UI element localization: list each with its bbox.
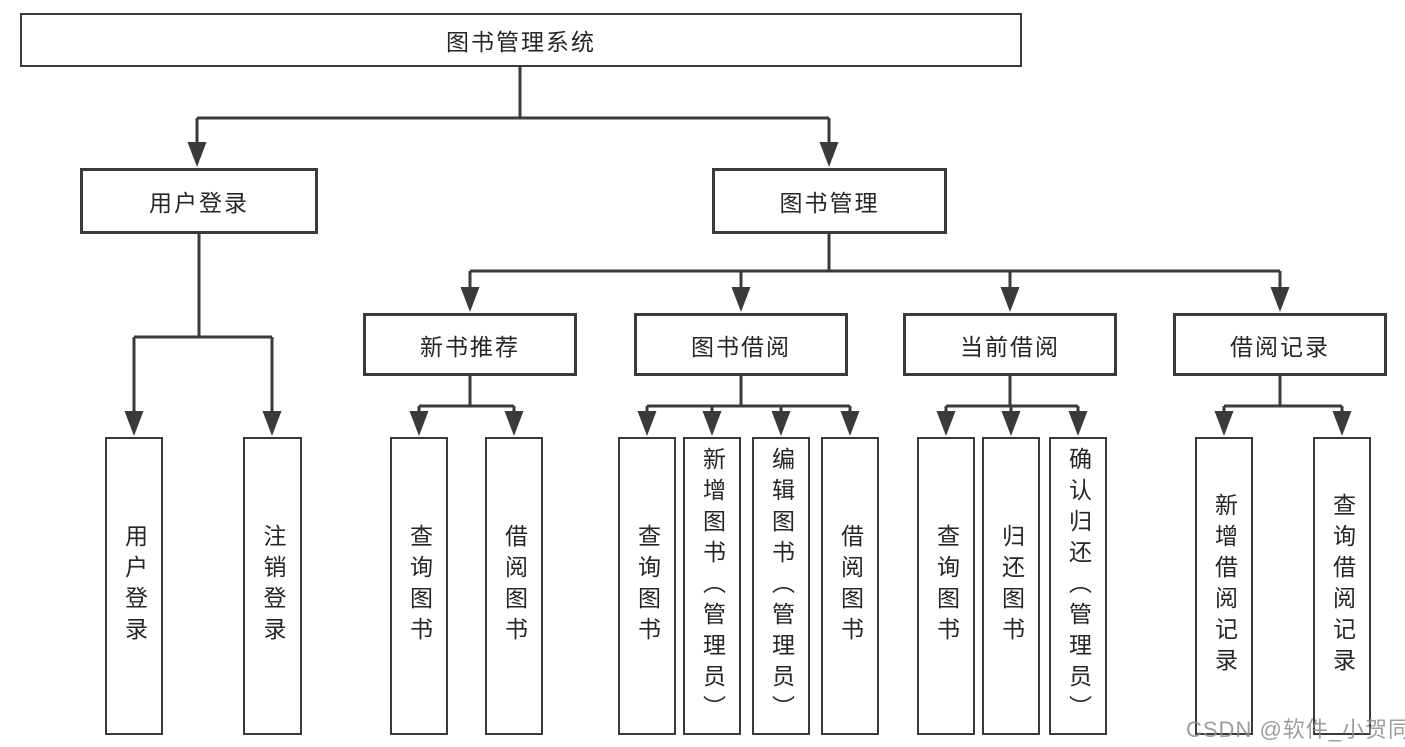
watermark-text: CSDN @软件_小贺同学	[1186, 717, 1405, 742]
connector-root-to-level1	[187, 67, 839, 167]
leaf-borrow-edit-book: 编辑图书（管理员）	[752, 437, 810, 735]
node-user-login: 用户登录	[80, 168, 318, 234]
leaf-logout: 注销登录	[243, 437, 302, 735]
node-book-borrow: 图书借阅	[634, 313, 848, 376]
leaf-current-query-book: 查询图书	[917, 437, 975, 735]
connector-borrow-records-to-leaves	[1214, 376, 1352, 436]
leaf-current-return-book: 归还图书	[982, 437, 1040, 735]
leaf-current-query-book-label: 查询图书	[933, 524, 960, 648]
leaf-records-add-record: 新增借阅记录	[1195, 437, 1253, 735]
leaf-current-return-book-label: 归还图书	[998, 524, 1025, 648]
leaf-borrow-borrow-book: 借阅图书	[821, 437, 879, 735]
leaf-user-login-label: 用户登录	[121, 524, 148, 648]
leaf-user-login: 用户登录	[105, 437, 163, 735]
connector-current-borrow-to-leaves	[936, 376, 1088, 436]
node-new-book-recommend: 新书推荐	[363, 313, 577, 376]
leaf-borrow-query-book-label: 查询图书	[634, 524, 661, 648]
connector-new-book-recommend-to-leaves	[409, 376, 524, 436]
node-book-management-label: 图书管理	[779, 190, 880, 216]
leaf-borrow-add-book-label: 新增图书（管理员）	[699, 446, 726, 726]
leaf-recommend-query-book: 查询图书	[390, 437, 448, 735]
node-current-borrow: 当前借阅	[903, 313, 1117, 376]
node-new-book-recommend-label: 新书推荐	[420, 333, 520, 360]
node-root-label: 图书管理系统	[446, 29, 596, 55]
leaf-recommend-borrow-book: 借阅图书	[485, 437, 543, 735]
connector-user-login-to-leaves	[124, 233, 282, 436]
node-borrow-records-label: 借阅记录	[1230, 333, 1330, 360]
leaf-records-query-record: 查询借阅记录	[1313, 437, 1371, 735]
node-current-borrow-label: 当前借阅	[960, 333, 1060, 360]
node-borrow-records: 借阅记录	[1173, 313, 1387, 376]
node-book-borrow-label: 图书借阅	[691, 333, 791, 360]
leaf-records-add-record-label: 新增借阅记录	[1211, 493, 1238, 679]
leaf-current-confirm-return-label: 确认归还（管理员）	[1065, 446, 1092, 726]
leaf-logout-label: 注销登录	[260, 524, 286, 648]
leaf-records-query-record-label: 查询借阅记录	[1329, 493, 1356, 679]
leaf-borrow-borrow-book-label: 借阅图书	[837, 524, 864, 648]
leaf-current-confirm-return: 确认归还（管理员）	[1049, 437, 1107, 735]
node-book-management: 图书管理	[712, 168, 947, 234]
leaf-recommend-query-book-label: 查询图书	[406, 524, 433, 648]
node-root: 图书管理系统	[20, 13, 1022, 67]
connector-book-borrow-to-leaves	[637, 376, 860, 436]
connector-book-management-to-level2	[460, 234, 1290, 312]
leaf-recommend-borrow-book-label: 借阅图书	[501, 524, 528, 648]
leaf-borrow-add-book: 新增图书（管理员）	[683, 437, 741, 735]
node-user-login-label: 用户登录	[149, 190, 249, 216]
leaf-borrow-edit-book-label: 编辑图书（管理员）	[768, 446, 795, 726]
leaf-borrow-query-book: 查询图书	[618, 437, 676, 735]
